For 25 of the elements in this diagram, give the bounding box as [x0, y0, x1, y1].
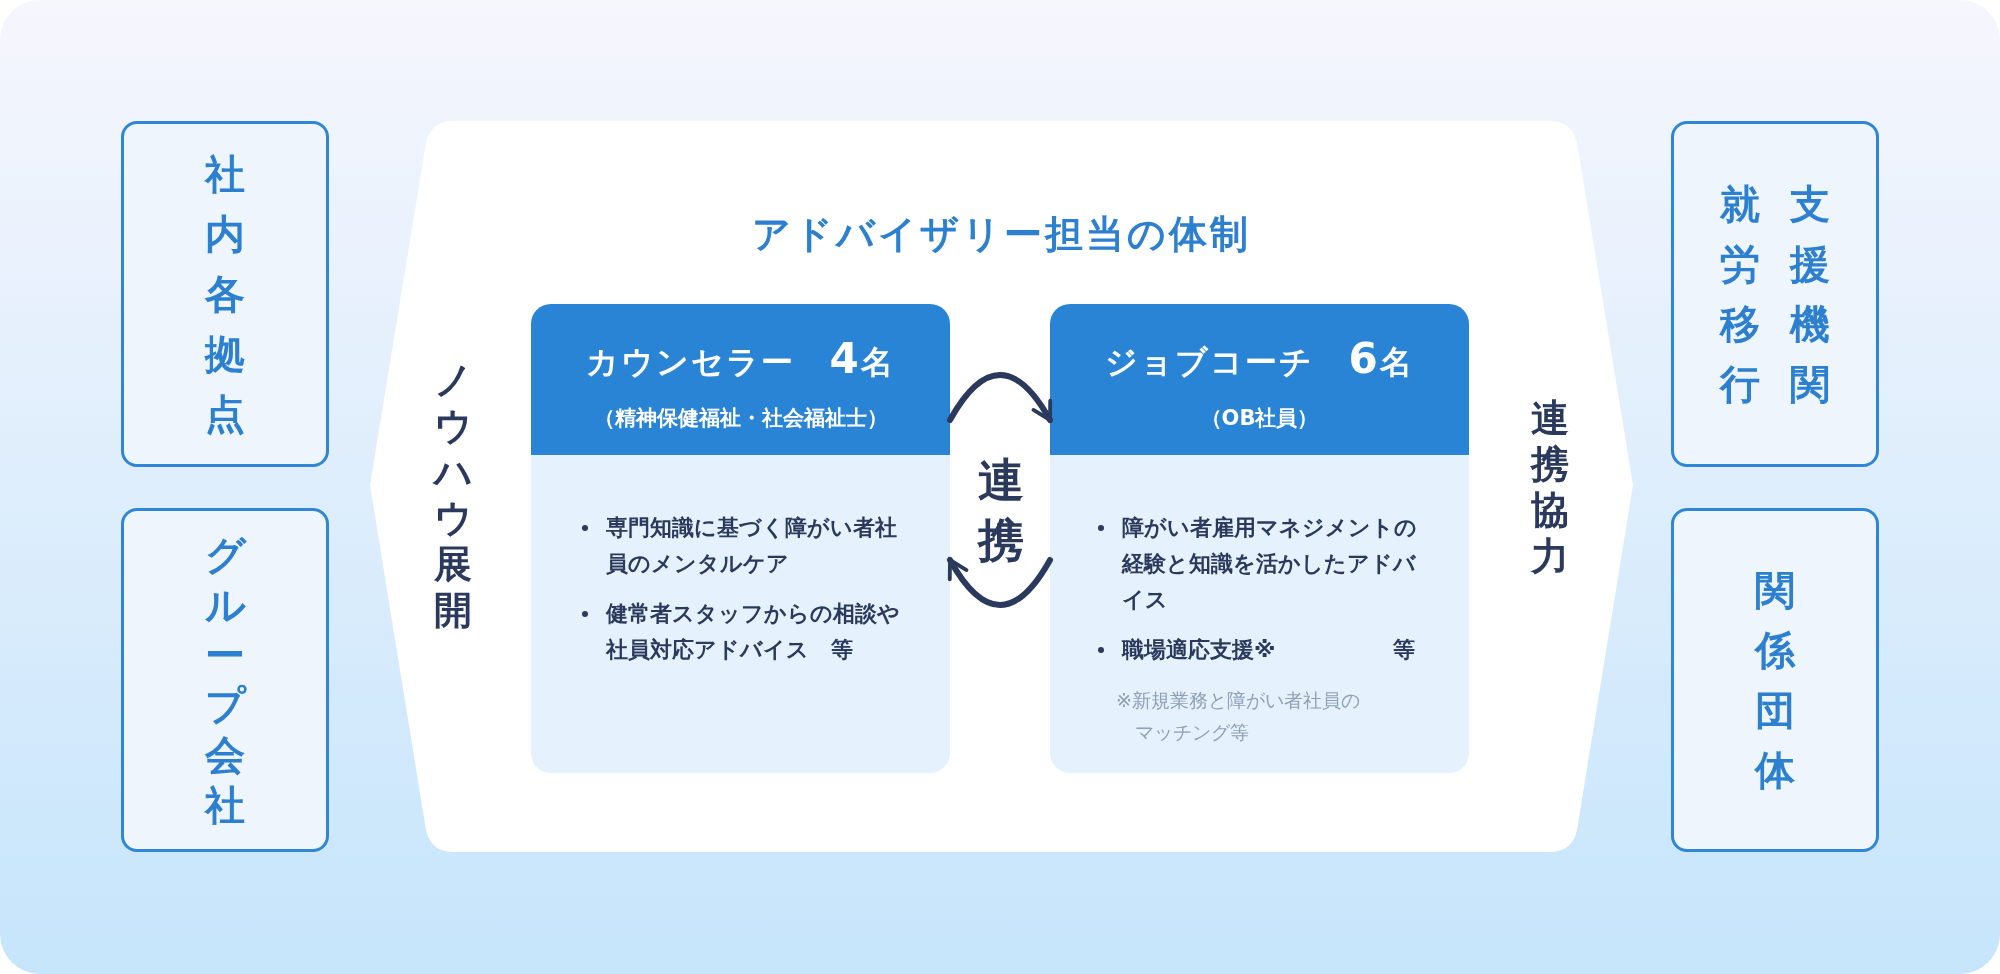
bullet-text: 健常者スタッフからの相談や社員対応アドバイス 等 [606, 600, 901, 664]
vertical-label: ノウハウ展開 [434, 357, 472, 633]
footnote-text: ※新規業務と障がい者社員のマッチング等 [1116, 688, 1361, 745]
card-title: カウンセラー 4名 [585, 334, 896, 385]
curved-arrow [947, 372, 1053, 423]
bullet-text: 職場適応支援※ 等 [1122, 636, 1417, 664]
link-label: 連携 [978, 452, 1024, 569]
bullet-text: 障がい者雇用マネジメントの経験と知識を活かしたアドバイス [1122, 514, 1418, 614]
box-label: グループ会社 [205, 531, 245, 830]
panel-title: アドバイザリー担当の体制 [751, 211, 1252, 258]
curved-arrow [947, 557, 1053, 608]
card-subtitle: （精神保健福祉・社会福祉士） [592, 405, 889, 432]
box-label: 関係団体 [1755, 566, 1795, 795]
organization-box [1671, 121, 1879, 467]
role-card [1050, 304, 1469, 773]
card-subtitle: （OB社員） [1199, 405, 1320, 432]
card-title: ジョブコーチ 6名 [1104, 334, 1415, 385]
vertical-label: 連携協力 [1531, 395, 1569, 579]
bullet-text: 専門知識に基づく障がい者社員のメンタルケア [606, 514, 898, 578]
organization-box [1671, 508, 1879, 852]
organization-box [121, 121, 329, 467]
box-label: 社内各拠点 [205, 150, 245, 439]
box-label: 就労移行支援機関 [1720, 180, 1830, 409]
role-card [531, 304, 950, 773]
organization-box [121, 508, 329, 852]
